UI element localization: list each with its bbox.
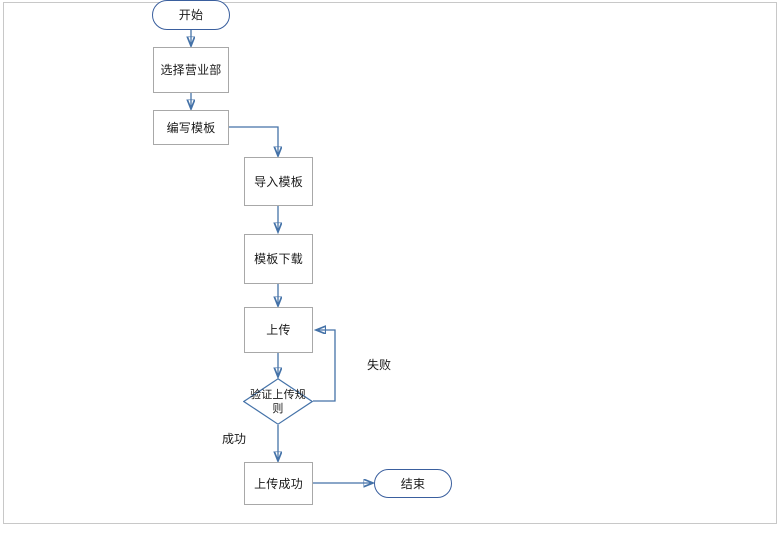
edge-label-success: 成功	[222, 432, 247, 446]
page-frame	[3, 2, 777, 524]
node-compose-template-label: 编写模板	[166, 120, 216, 135]
node-validate-upload-rules[interactable]: 验证上传规则	[243, 378, 313, 425]
node-download-template[interactable]: 模板下载	[244, 234, 313, 284]
node-download-template-label: 模板下载	[254, 252, 303, 266]
node-validate-upload-rules-label: 验证上传规则	[250, 388, 306, 415]
node-import-template[interactable]: 导入模板	[244, 157, 313, 206]
edge-validate-to-upload-fail	[313, 330, 336, 402]
diamond-shape	[243, 378, 313, 425]
node-start-label: 开始	[178, 8, 204, 22]
node-start[interactable]: 开始	[152, 0, 230, 30]
node-upload-success[interactable]: 上传成功	[244, 462, 313, 505]
edge-compose-to-import	[228, 126, 278, 156]
node-upload-label: 上传	[266, 323, 291, 337]
node-select-branch-label: 选择营业部	[160, 63, 222, 77]
node-import-template-label: 导入模板	[254, 174, 303, 189]
node-upload-success-label: 上传成功	[254, 476, 303, 491]
node-select-branch[interactable]: 选择营业部	[153, 47, 229, 93]
edge-label-fail: 失败	[367, 358, 392, 372]
node-compose-template[interactable]: 编写模板	[153, 110, 229, 145]
node-end[interactable]: 结束	[374, 469, 452, 498]
node-end-label: 结束	[400, 476, 426, 491]
node-upload[interactable]: 上传	[244, 307, 313, 353]
